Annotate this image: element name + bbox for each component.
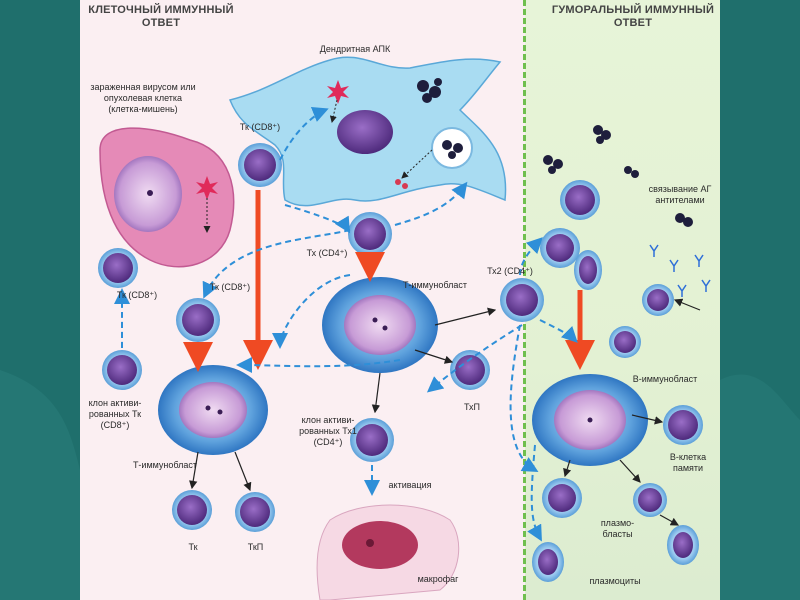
header-humoral: ГУМОРАЛЬНЫЙ ИММУННЫЙ ОТВЕТ — [551, 4, 715, 29]
b-cell-right-2 — [609, 326, 641, 358]
label-txp-center: ТхП — [463, 402, 481, 412]
b-memory-cell — [663, 405, 703, 445]
plasmoblast-1 — [542, 478, 582, 518]
antigen-icon — [593, 125, 611, 144]
b-cell-binding — [540, 228, 580, 268]
tkp-bottom-cell — [235, 492, 275, 532]
dendritic-nucleus — [337, 110, 393, 154]
b-cell-oval — [574, 250, 602, 290]
antigen-free-icon — [417, 78, 442, 103]
b-cell-top — [560, 180, 600, 220]
label-plasmoblasts: плазмо-бласты — [600, 518, 635, 539]
label-tk-bottom: Тк — [188, 542, 198, 552]
label-ag-binding: связывание АГ антителами — [648, 184, 712, 205]
tk-cd8-cell-mid — [176, 298, 220, 342]
plasmocyte-2 — [667, 525, 699, 565]
arrow-blue-dashed — [114, 107, 578, 542]
tx2-cd4-cell — [500, 278, 544, 322]
label-t-immunoblast-left: Т-иммунобласт — [132, 460, 198, 470]
virus-star-icon — [196, 176, 218, 200]
t-immunoblast-left — [158, 365, 268, 455]
t-immunoblast-center — [322, 277, 438, 373]
b-cell-right-1 — [642, 284, 674, 316]
plasmoblast-2 — [633, 483, 667, 517]
label-macrophage: макрофаг — [417, 574, 459, 584]
diagram-panel: КЛЕТОЧНЫЙ ИММУННЫЙ ОТВЕТ ГУМОРАЛЬНЫЙ ИММ… — [80, 0, 720, 600]
virus-star-icon — [327, 80, 349, 104]
label-tkp-bottom: ТкП — [247, 542, 264, 552]
label-target-cell: зараженная вирусом или опухолевая клетка… — [90, 82, 196, 114]
immune-response-diagram — [98, 56, 711, 600]
plasmocyte-1 — [532, 542, 564, 582]
header-cellular: КЛЕТОЧНЫЙ ИММУННЫЙ ОТВЕТ — [88, 4, 234, 29]
phagosome — [431, 127, 473, 169]
tk-cd8-cell-left — [98, 248, 138, 288]
label-dendritic: Дендритная АПК — [319, 44, 391, 54]
macrophage-nucleus — [342, 521, 418, 569]
tk-cd8-cell-left2 — [102, 350, 142, 390]
antibody-icons — [649, 244, 711, 297]
antigen-icon — [442, 140, 463, 159]
b-immunoblast — [532, 374, 648, 466]
mhc-icon — [395, 179, 408, 189]
label-b-immunoblast: В-иммунобласт — [632, 374, 698, 384]
label-clone-center: клон активи-рованных Тх1 (CD4⁺) — [299, 415, 357, 447]
antigen-icon — [675, 213, 693, 227]
tx1-clone-cell — [350, 418, 394, 462]
label-tx-cd4: Тх (CD4⁺) — [306, 248, 348, 258]
label-activation: активация — [388, 480, 432, 490]
tk-cd8-cell-top — [238, 143, 282, 187]
label-tk-cd8-left: Тк (CD8⁺) — [116, 290, 158, 300]
antigen-icon — [543, 155, 563, 174]
antigen-icon — [624, 166, 639, 178]
label-clone-left: клон активи-рованных Тк (CD8⁺) — [88, 398, 142, 430]
label-tk-cd8-top: Тк (CD8⁺) — [239, 122, 281, 132]
txp-cell — [450, 350, 490, 390]
tx-cd4-cell — [348, 212, 392, 256]
label-plasmocytes: плазмоциты — [589, 576, 641, 586]
label-t-immunoblast-center: Т-иммунобласт — [402, 280, 468, 290]
label-tk-cd8-mid: Тк (CD8⁺) — [209, 282, 251, 292]
label-b-memory: В-клетка памяти — [669, 452, 707, 473]
tk-bottom-cell — [172, 490, 212, 530]
arrow-black — [189, 298, 701, 526]
label-tx2-cd4: Тх2 (CD4⁺) — [487, 266, 533, 276]
